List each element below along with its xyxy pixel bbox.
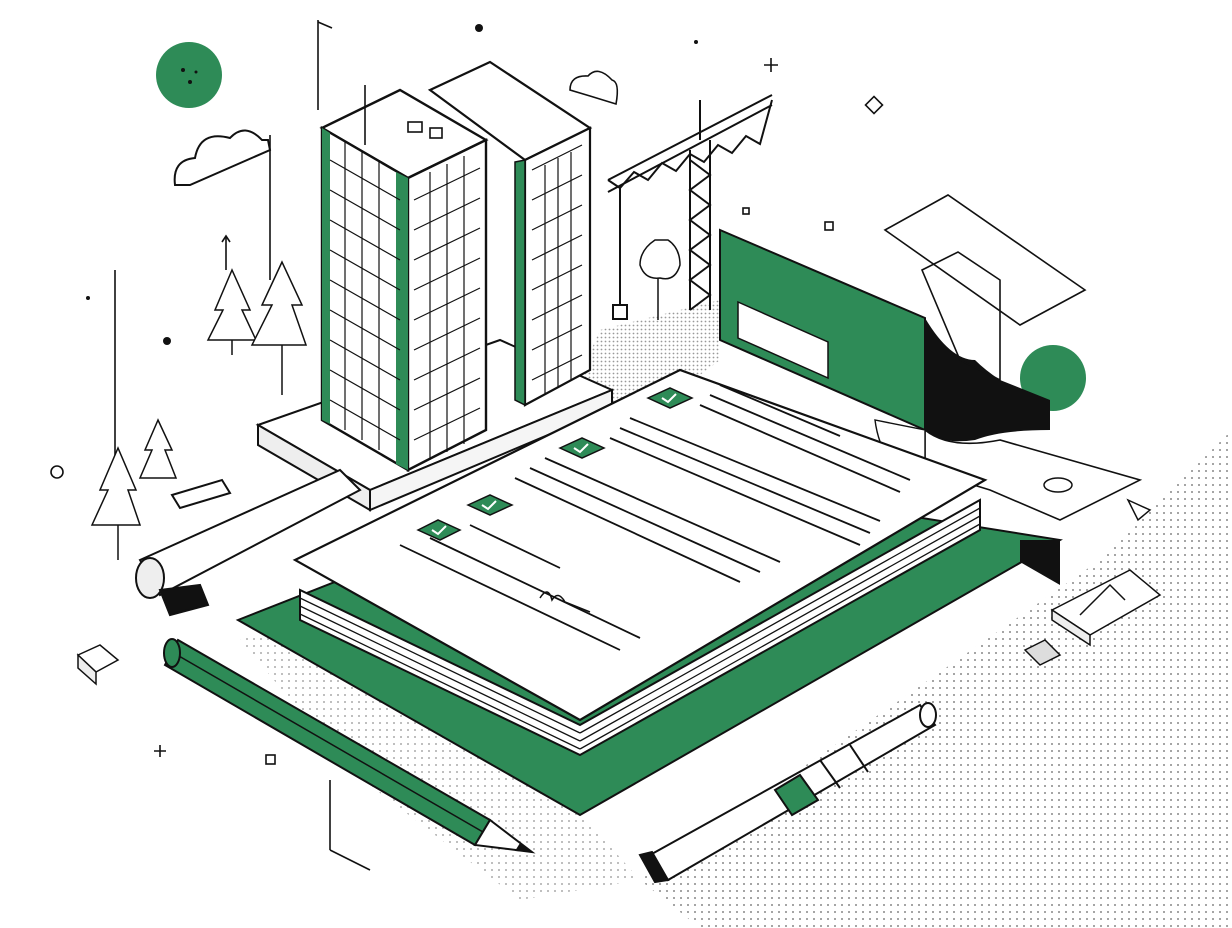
green-circle-top-left — [156, 42, 222, 108]
marker-pen — [638, 702, 937, 884]
cloud-icon — [569, 70, 619, 106]
document-text-lines — [399, 384, 911, 651]
small-props — [76, 477, 1162, 686]
pencil — [163, 638, 536, 854]
rear-tower — [427, 60, 593, 407]
document-stack — [292, 368, 988, 757]
front-tower — [319, 85, 489, 473]
floating-blueprint-sheets — [883, 194, 1087, 382]
signature — [539, 591, 591, 613]
checkmark-icon — [646, 387, 694, 409]
checkbox-items — [416, 387, 694, 541]
checkmark-icon — [466, 494, 514, 516]
checkmark-icon — [416, 519, 462, 541]
top-document — [292, 368, 988, 722]
construction-crane — [607, 94, 773, 320]
cloud-icon — [173, 129, 272, 186]
pipe — [135, 468, 362, 617]
pine-trees — [90, 239, 681, 560]
halftone-ground-left — [240, 610, 640, 900]
green-circle-right — [1020, 345, 1086, 411]
checkmark-icon — [558, 437, 606, 459]
